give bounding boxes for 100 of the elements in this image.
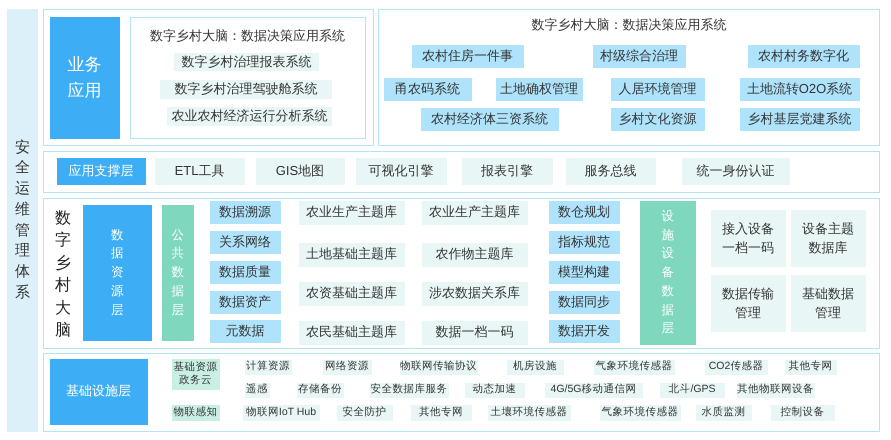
module-label: 关系网络 bbox=[219, 234, 271, 250]
module-label: 报表引擎 bbox=[481, 162, 533, 180]
category-label: 基础资源 bbox=[174, 360, 218, 374]
data-layer-bar bbox=[640, 200, 696, 344]
module-label: 乡村文化资源 bbox=[618, 110, 696, 128]
module-label: 计算资源 bbox=[246, 360, 290, 374]
module-box bbox=[384, 78, 472, 100]
module-label: 数仓规划 bbox=[558, 204, 610, 220]
band-label: 安全运维管理体系 bbox=[15, 138, 30, 303]
module-label: 数据资产 bbox=[219, 294, 271, 310]
module-label: 数据一档一码 bbox=[436, 324, 514, 341]
module-label: 机房设施 bbox=[513, 360, 557, 374]
module-label: 土地确权管理 bbox=[500, 80, 578, 98]
panel-title: 数字乡村大脑：数据决策应用系统 bbox=[532, 17, 726, 34]
module-box bbox=[548, 200, 620, 224]
module-label: 接入设备一档一码 bbox=[720, 220, 775, 257]
module-box bbox=[210, 320, 280, 342]
module-label: 土壤环境传感器 bbox=[490, 406, 568, 420]
module-label: 农业农村经济运行分析系统 bbox=[172, 108, 328, 125]
layer-label: 设施设备数据层 bbox=[661, 208, 674, 338]
layer-panel bbox=[43, 9, 374, 146]
category-tag bbox=[172, 358, 220, 390]
module-label: CO2传感器 bbox=[708, 360, 764, 374]
module-label: 农资基础主题库 bbox=[306, 285, 397, 302]
layer-header bbox=[50, 16, 120, 138]
panel-title: 数字乡村大脑：数据决策应用系统 bbox=[150, 28, 345, 44]
module-box bbox=[548, 230, 620, 254]
module-label: 数据溯源 bbox=[219, 204, 271, 220]
module-label: 安全数据库服务 bbox=[370, 383, 448, 397]
module-label: 农村住房一件事 bbox=[422, 48, 513, 64]
module-label: 甬农码系统 bbox=[395, 80, 460, 98]
module-label: 农民基础主题库 bbox=[306, 324, 397, 341]
module-label: 其他专网 bbox=[419, 406, 463, 420]
layer-panel bbox=[378, 9, 880, 146]
module-label: 其他专网 bbox=[788, 360, 832, 374]
module-box bbox=[420, 108, 558, 130]
category-label: 物联感知 bbox=[174, 406, 218, 420]
layer-panel bbox=[43, 353, 880, 432]
module-label: 4G/5G移动通信网 bbox=[550, 383, 636, 397]
module-label: 农作物主题库 bbox=[436, 246, 514, 263]
module-box bbox=[496, 78, 582, 100]
module-label: 土地流转O2O系统 bbox=[746, 80, 852, 98]
module-label: 设备主题数据库 bbox=[800, 220, 855, 257]
layer-panel bbox=[43, 198, 880, 349]
module-label: GIS地图 bbox=[276, 162, 324, 180]
module-label: 数字乡村治理驾驶舱系统 bbox=[174, 81, 318, 98]
module-label: 服务总线 bbox=[584, 162, 636, 180]
module-label: 基础数据管理 bbox=[800, 284, 855, 322]
module-box bbox=[610, 78, 704, 100]
module-label: 农业生产主题库 bbox=[429, 204, 520, 221]
module-label: 数据开发 bbox=[558, 322, 610, 340]
module-label: 土地基础主题库 bbox=[306, 246, 397, 263]
module-label: 遥感 bbox=[246, 383, 268, 397]
module-label: 物联网传输协议 bbox=[400, 360, 477, 374]
layer-panel bbox=[130, 16, 366, 138]
module-box bbox=[548, 260, 620, 284]
module-box bbox=[548, 290, 620, 314]
module-label: 农村村务数字化 bbox=[758, 48, 849, 64]
module-label: 人居环境管理 bbox=[618, 80, 696, 98]
layer-label: 公共数据层 bbox=[171, 226, 184, 319]
layer-label: 数据资源层 bbox=[110, 226, 124, 319]
module-box bbox=[210, 290, 280, 314]
module-label: 数据同步 bbox=[558, 294, 610, 310]
module-box bbox=[412, 44, 524, 68]
vertical-title: 数字乡村大脑 bbox=[55, 209, 71, 341]
module-label: 农业生产主题库 bbox=[306, 204, 397, 221]
module-box bbox=[610, 108, 704, 130]
module-label: 北斗/GPS bbox=[668, 383, 716, 397]
module-label: 控制设备 bbox=[780, 406, 824, 420]
module-label: 气象环境传感器 bbox=[596, 360, 672, 374]
module-box bbox=[210, 230, 280, 254]
module-label: 农村经济体三资系统 bbox=[431, 110, 548, 128]
module-box bbox=[748, 44, 860, 68]
module-label: 水质监测 bbox=[702, 406, 746, 420]
category-label: 政务云 bbox=[179, 374, 212, 388]
layer-label: 业务应用 bbox=[66, 54, 102, 102]
layer-label: 应用支撑层 bbox=[68, 162, 134, 180]
module-box bbox=[548, 320, 620, 342]
module-box bbox=[592, 44, 686, 68]
module-label: 其他物联网设备 bbox=[737, 383, 814, 397]
module-label: 村级综合治理 bbox=[600, 48, 678, 64]
module-box bbox=[210, 200, 280, 224]
module-label: 可视化引擎 bbox=[368, 162, 434, 180]
module-label: 网络资源 bbox=[325, 360, 369, 374]
module-label: 涉农数据关系库 bbox=[429, 285, 520, 302]
module-label: 数据质量 bbox=[219, 264, 271, 280]
module-label: 存储备份 bbox=[298, 383, 342, 397]
module-box bbox=[210, 260, 280, 284]
module-label: 元数据 bbox=[226, 322, 264, 340]
module-box bbox=[298, 200, 404, 224]
module-label: 模型构建 bbox=[558, 264, 610, 280]
module-label: 乡村基层党建系统 bbox=[748, 110, 852, 128]
layer-header bbox=[56, 158, 146, 184]
layer-label: 基础设施层 bbox=[66, 383, 131, 400]
module-label: 数字乡村治理报表系统 bbox=[182, 54, 312, 70]
module-label: 物联网IoT Hub bbox=[246, 406, 316, 420]
layer-header bbox=[82, 204, 152, 340]
module-box bbox=[740, 108, 860, 130]
module-label: ETL工具 bbox=[174, 162, 224, 180]
module-label: 气象环境传感器 bbox=[602, 406, 678, 420]
